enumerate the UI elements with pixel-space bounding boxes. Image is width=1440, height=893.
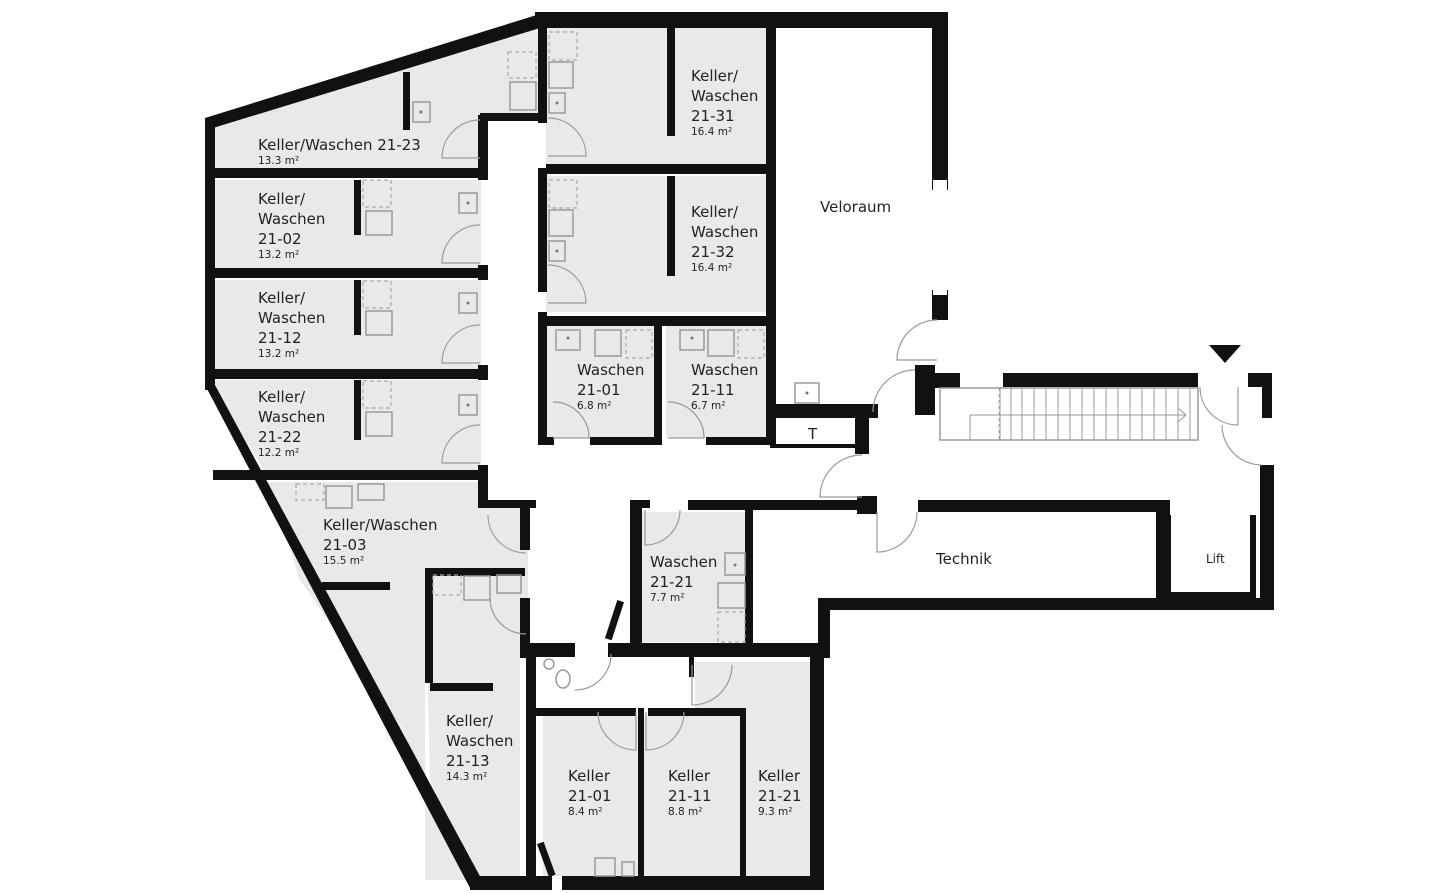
room-keller-waschen-21-02: Keller/ Waschen 21-02 13.2 m² <box>258 189 325 262</box>
fixtures-left-units <box>362 179 478 437</box>
room-name-line1: Keller/ <box>691 203 739 221</box>
staircase <box>939 387 1199 441</box>
room-name-line2: Waschen <box>258 408 326 426</box>
room-keller-waschen-21-23: Keller/Waschen 21-23 13.3 m² <box>258 135 421 168</box>
fixtures <box>295 31 820 877</box>
room-waschen-21-11: Waschen 21-11 6.7 m² <box>691 360 758 413</box>
doors <box>441 117 1263 751</box>
room-area: 6.7 m² <box>691 400 726 412</box>
room-name: Lift <box>1206 552 1225 566</box>
room-veloraum: Veloraum <box>820 197 891 217</box>
room-number: 21-13 <box>446 752 490 770</box>
room-waschen-21-01: Waschen 21-01 6.8 m² <box>577 360 644 413</box>
room-area: 13.2 m² <box>258 249 300 261</box>
room-number: 21-11 <box>691 381 735 399</box>
room-area: 9.3 m² <box>758 806 793 818</box>
room-area: 16.4 m² <box>691 262 733 274</box>
room-name-line2: Waschen <box>258 309 326 327</box>
room-name-line1: Keller/ <box>691 67 739 85</box>
room-t: T <box>808 424 817 444</box>
room-keller-waschen-21-13: Keller/ Waschen 21-13 14.3 m² <box>446 711 513 784</box>
room-area: 6.8 m² <box>577 400 612 412</box>
room-name-line1: Keller/ <box>446 712 494 730</box>
room-area: 12.2 m² <box>258 447 300 459</box>
room-number: 21-03 <box>323 536 367 554</box>
room-name-line2: Waschen <box>691 223 759 241</box>
room-name: Technik <box>936 550 992 568</box>
room-name-line1: Keller <box>668 767 711 785</box>
room-area: 8.4 m² <box>568 806 603 818</box>
room-name: Keller/Waschen 21-23 <box>258 136 421 154</box>
room-area: 8.8 m² <box>668 806 703 818</box>
room-keller-waschen-21-03: Keller/Waschen 21-03 15.5 m² <box>323 515 437 568</box>
room-area: 15.5 m² <box>323 555 365 567</box>
room-name-line1: Keller <box>568 767 611 785</box>
room-keller-waschen-21-32: Keller/ Waschen 21-32 16.4 m² <box>691 202 758 275</box>
room-name-line1: Keller/ <box>258 289 306 307</box>
room-keller-21-11: Keller 21-11 8.8 m² <box>668 766 712 819</box>
room-name-line2: Waschen <box>446 732 514 750</box>
room-number: 21-11 <box>668 787 712 805</box>
room-area: 13.2 m² <box>258 348 300 360</box>
room-number: 21-21 <box>650 573 694 591</box>
room-name: Veloraum <box>820 198 892 216</box>
room-fills <box>213 25 810 880</box>
entrance-arrow-icon <box>1209 345 1241 363</box>
room-number: 21-21 <box>758 787 802 805</box>
room-name-line1: Waschen <box>577 361 645 379</box>
room-name-line1: Keller <box>758 767 801 785</box>
room-number: 21-01 <box>577 381 621 399</box>
room-name-line1: Keller/Waschen <box>323 516 438 534</box>
room-technik: Technik <box>936 549 992 569</box>
room-number: 21-32 <box>691 243 735 261</box>
room-number: 21-02 <box>258 230 302 248</box>
room-keller-21-21: Keller 21-21 9.3 m² <box>758 766 802 819</box>
room-area: 7.7 m² <box>650 592 685 604</box>
room-name-line1: Keller/ <box>258 388 306 406</box>
room-lift: Lift <box>1206 549 1225 569</box>
room-keller-waschen-21-22: Keller/ Waschen 21-22 12.2 m² <box>258 387 325 460</box>
room-number: 21-01 <box>568 787 612 805</box>
room-name-line2: Waschen <box>691 87 759 105</box>
room-name-line1: Keller/ <box>258 190 306 208</box>
room-keller-waschen-21-31: Keller/ Waschen 21-31 16.4 m² <box>691 66 758 139</box>
room-area: 16.4 m² <box>691 126 733 138</box>
room-keller-21-01: Keller 21-01 8.4 m² <box>568 766 612 819</box>
room-name-line1: Waschen <box>691 361 759 379</box>
room-waschen-21-21: Waschen 21-21 7.7 m² <box>650 552 717 605</box>
room-name-line1: Waschen <box>650 553 718 571</box>
room-number: 21-12 <box>258 329 302 347</box>
room-area: 13.3 m² <box>258 155 300 167</box>
room-name: T <box>808 425 818 443</box>
walls <box>205 12 1274 890</box>
room-name-line2: Waschen <box>258 210 326 228</box>
room-area: 14.3 m² <box>446 771 488 783</box>
room-number: 21-31 <box>691 107 735 125</box>
room-keller-waschen-21-12: Keller/ Waschen 21-12 13.2 m² <box>258 288 325 361</box>
room-number: 21-22 <box>258 428 302 446</box>
